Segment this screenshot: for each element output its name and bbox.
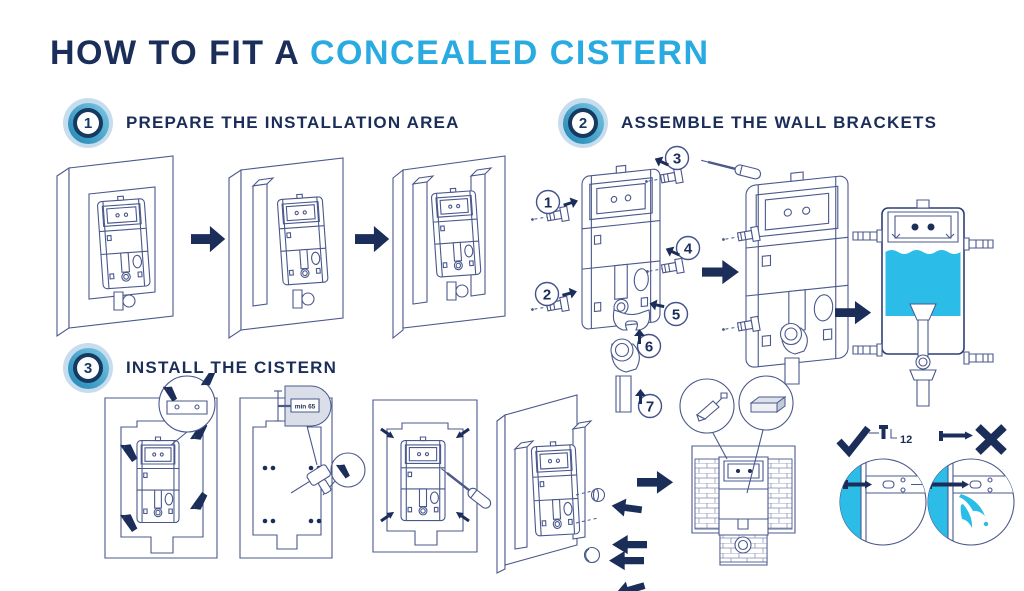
wrong-example [926, 424, 1015, 548]
svg-text:2: 2 [543, 287, 551, 304]
pipe-clamp [613, 310, 649, 330]
push-arrow [610, 496, 643, 519]
push-arrow [612, 577, 647, 591]
screw-arrow [452, 507, 473, 526]
push-arrow [609, 551, 644, 571]
step3-panel-drill: min 65 [240, 385, 338, 558]
callout-4: 4 [663, 235, 701, 261]
callout-3: 3 [652, 145, 690, 171]
water-spray [959, 494, 989, 528]
detail-circle-brick [739, 376, 793, 493]
screw-length-detail: 12 [836, 424, 1023, 560]
screw-arrow [377, 507, 398, 526]
step2-title: ASSEMBLE THE WALL BRACKETS [621, 113, 938, 132]
screwdriver-icon [437, 463, 494, 512]
step2-exploded-frame [530, 161, 685, 412]
marker-pen-icon [186, 490, 212, 515]
step3-badge: 3 [63, 343, 113, 393]
screwdriver-icon [698, 154, 763, 182]
brick-icon [749, 396, 787, 413]
detail-circle-trowel [680, 379, 734, 459]
water-fill [840, 459, 861, 545]
svg-text:6: 6 [645, 339, 653, 356]
short-screw-icon: 12 [869, 425, 912, 446]
step3-panel-mark [105, 373, 365, 558]
step1-badge: 1 [63, 98, 113, 148]
protective-cap-icon [585, 548, 600, 563]
step2-illustration: 1 2 3 4 5 [530, 145, 994, 419]
svg-text:3: 3 [673, 151, 681, 168]
step1-panel-wall [57, 156, 173, 336]
cross-icon [975, 424, 1007, 455]
step1-panel-fitted [393, 156, 505, 338]
correct-example: 12 [836, 425, 928, 548]
svg-text:1: 1 [544, 195, 552, 212]
step1-illustration [55, 146, 510, 348]
short-screw [843, 480, 872, 489]
page-title: HOW TO FIT A CONCEALED CISTERN [50, 34, 710, 73]
step2-badge: 2 [558, 98, 608, 148]
svg-text:7: 7 [646, 399, 654, 416]
screw-length-label: 12 [900, 434, 912, 446]
step1-panel-stud [229, 158, 343, 338]
check-icon [836, 425, 871, 458]
step1-arrow-1 [191, 226, 226, 253]
detail-circle-marking [159, 373, 219, 432]
step2-assembled-frame [720, 166, 849, 384]
callout-7: 7 [635, 389, 663, 419]
callout-2: 2 [534, 281, 579, 307]
drill-icon [287, 464, 338, 509]
depth-balloon: min 65 [274, 385, 332, 465]
outlet-pipe [616, 376, 631, 412]
screw-arrow [377, 424, 398, 443]
step1-number: 1 [77, 112, 99, 134]
title-highlight: CONCEALED CISTERN [310, 34, 710, 72]
step1-arrow-2 [355, 226, 390, 253]
step2-filled-cistern [852, 200, 994, 406]
callout-6: 6 [634, 329, 662, 359]
step2-arrow-1 [702, 260, 739, 285]
flush-bend [781, 324, 808, 355]
title-prefix: HOW TO FIT A [50, 34, 300, 72]
flush-bend [611, 339, 639, 372]
screw-arrow [452, 424, 473, 443]
svg-text:5: 5 [672, 307, 680, 324]
step3-panel-brickin [680, 376, 795, 565]
step2-number: 2 [572, 112, 594, 134]
callout-5: 5 [648, 298, 689, 327]
step3-panel-screw [373, 400, 494, 552]
callout-1: 1 [535, 189, 580, 215]
step3-number: 3 [77, 357, 99, 379]
step3-panel-caps [497, 395, 647, 591]
trowel-icon [697, 393, 727, 421]
svg-text:4: 4 [684, 241, 693, 258]
water-fill [885, 250, 961, 316]
min-depth-label: min 65 [295, 404, 316, 411]
step3-title: INSTALL THE CISTERN [126, 358, 338, 377]
water-fill [928, 459, 948, 545]
step1-title: PREPARE THE INSTALLATION AREA [126, 113, 460, 132]
step1-header: 1 PREPARE THE INSTALLATION AREA [63, 98, 460, 148]
step2-header: 2 ASSEMBLE THE WALL BRACKETS [558, 98, 937, 148]
step3-arrow [637, 471, 674, 494]
bricked-frame [719, 457, 768, 553]
wrong-circle-content [928, 459, 1014, 545]
step3-header: 3 INSTALL THE CISTERN [63, 343, 337, 393]
long-screw-icon [939, 431, 973, 441]
push-arrow [612, 535, 647, 555]
step3-illustration: min 65 [95, 373, 825, 591]
step2-callouts: 1 2 3 4 5 [534, 145, 701, 419]
